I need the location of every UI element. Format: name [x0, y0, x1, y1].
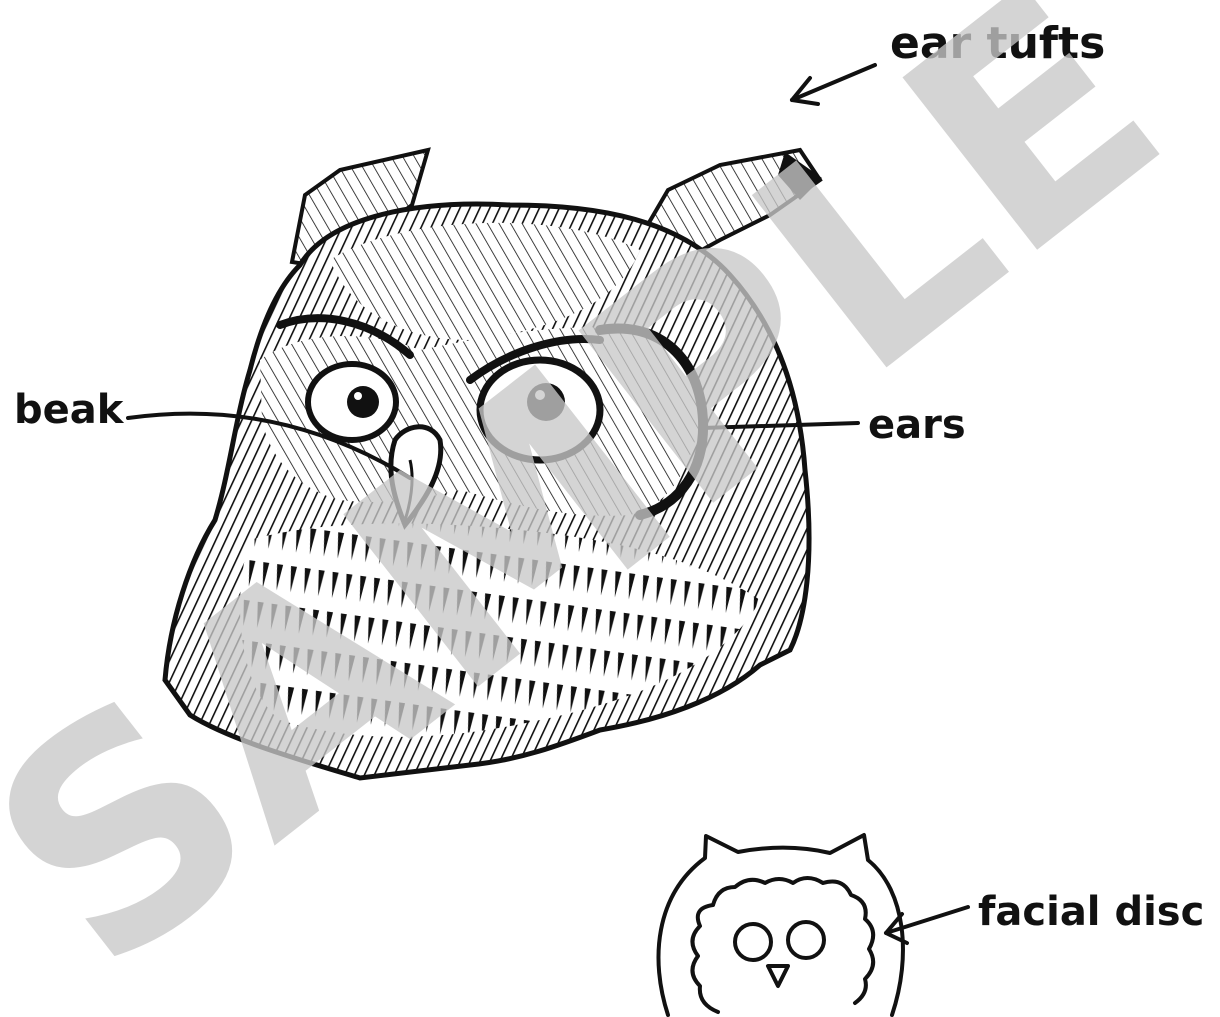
schematic-right-eye [788, 922, 824, 958]
schematic-beak [768, 966, 788, 986]
label-facial-disc: facial disc [978, 889, 1204, 935]
schematic-facial-disc [692, 878, 873, 1012]
schematic-left-eye [735, 924, 771, 960]
facial-disc-schematic [658, 835, 902, 1015]
label-beak: beak [14, 387, 125, 433]
